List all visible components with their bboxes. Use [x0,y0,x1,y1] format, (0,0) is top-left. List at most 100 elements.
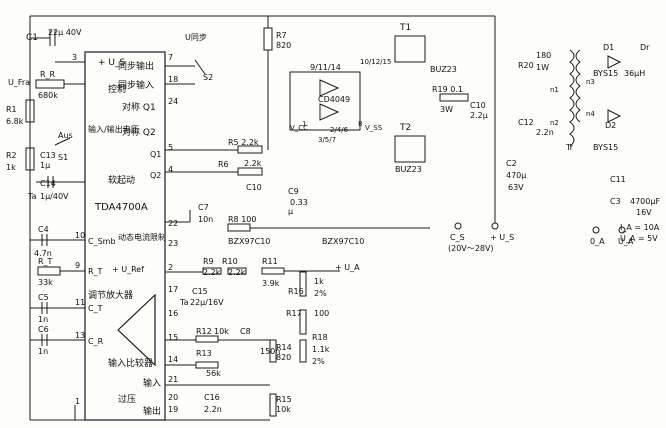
ua-terminal [618,226,626,234]
pin-3: 3 [72,53,77,62]
pin-3-label: + U_S [98,58,125,68]
r15-label: R15 [276,395,292,404]
r6-resistor [237,167,263,176]
secondary-winding [575,49,581,123]
pin-14: 14 [168,355,178,364]
pin-1: 1 [75,397,80,406]
r14-resistor [269,339,277,363]
c9-value: 0.33 [290,198,308,207]
rr-label: R_R [40,70,56,79]
c5-label: C5 [38,293,49,302]
t1-model: BUZ23 [430,65,457,74]
c16-value: 2.2n [204,405,222,414]
c10b-value: 2.2μ [470,111,488,120]
t2-transistor [394,135,426,163]
ic-name: TDA4700A [94,202,148,213]
c1-value: 22μ 40V [48,28,82,37]
r7-label: R7 [276,31,287,40]
r10-value: 2.2k [228,268,246,277]
c4-value: 4.7n [34,249,52,258]
sym-q1-label: 对称 Q1 [122,101,156,113]
r9-resistor [202,267,222,275]
c10b-label: C10 [470,101,486,110]
rr-value: 680k [38,91,58,100]
c14-label: C14 [40,179,56,188]
r9-label: R9 [203,257,214,266]
ufra-label: U_Fra [8,78,30,87]
ua-spec: U_A = 5V [620,234,658,243]
t2-label: T2 [399,123,411,133]
t2-model: BUZ23 [395,165,422,174]
c10-label: C10 [246,183,262,192]
pin-4: 4 [168,165,173,174]
c12-label: C12 [518,118,534,127]
us-label: + U_S [490,233,514,242]
r15-resistor [269,393,277,417]
r11-label: R11 [262,257,278,266]
d1-label: D1 [603,43,614,52]
pin-11: 11 [75,298,85,307]
r2-value: 1k [6,163,16,172]
n4-label: n4 [586,110,595,118]
c7-label: C7 [198,203,209,212]
cd-pin-8: 8 [358,120,362,128]
oa-label: 0_A [590,237,605,246]
q2-label: Q2 [150,171,161,180]
rt-resistor [37,266,61,276]
r11-resistor [261,267,285,275]
rr-resistor [35,79,65,89]
pin-13: 13 [75,331,85,340]
r2-resistor [25,147,35,171]
r12-label: R12 [196,327,212,336]
r1-resistor [25,99,35,123]
s2-switch [194,59,206,75]
r1-label: R1 [6,105,17,114]
pin-16: 16 [168,309,178,318]
cd-pin-1: 1 [302,120,306,128]
r13-label: R13 [196,349,212,358]
us-terminal [491,222,499,230]
sym-q2-label: 对称 Q2 [122,126,156,138]
n3-label: n3 [586,78,595,86]
r5-resistor [237,145,263,154]
usync-label: U同步 [185,33,207,42]
rt-value: 33k [38,278,53,287]
c16-label: C16 [204,393,220,402]
r20-power: 1W [536,63,549,72]
c13-value: 1μ [40,161,50,170]
io-voltage-label: 输入/输出电压 [88,124,139,134]
r20-label: R20 [518,61,534,70]
ia-spec: I_A = 10A [620,223,660,232]
cd-pins-2: 2/4/6 [330,126,349,134]
c7-value: 10n [198,215,213,224]
comparator-label: 输入比较器 [108,357,153,369]
over-label: 过压 [118,393,136,405]
ua-plus-label: + U_A [335,263,360,272]
c3-voltage: 16V [636,208,652,217]
r6-value: 2.2k [244,159,262,168]
supply-range: (20V～28V) [448,244,494,253]
r19-label: R19 0.1 [432,85,463,94]
s1-label: S1 [58,153,68,162]
c6-label: C6 [38,325,49,334]
pin-2: 2 [168,263,173,272]
c3-label: C3 [610,197,621,206]
r18-value: 1.1k [312,345,330,354]
s1-switch [54,137,71,146]
t1-transistor [394,35,426,63]
pin-7: 7 [168,53,173,62]
bzx-label-1: BZX97C10 [228,237,270,246]
t1-pins: 10/12/15 [360,58,391,66]
r12-resistor [195,335,219,343]
vcc-label: V_CC [290,124,308,132]
dr-label: Dr [640,43,650,52]
c15-value: 22μ/16V [190,298,224,307]
bzx-label-2: BZX97C10 [322,237,364,246]
c12-value: 2.2n [536,128,554,137]
r17-resistor [299,309,307,335]
pin-19: 19 [168,405,178,414]
d1-diode [607,55,622,69]
r13-value: 56k [206,369,221,378]
r17-label: R17 [286,309,302,318]
